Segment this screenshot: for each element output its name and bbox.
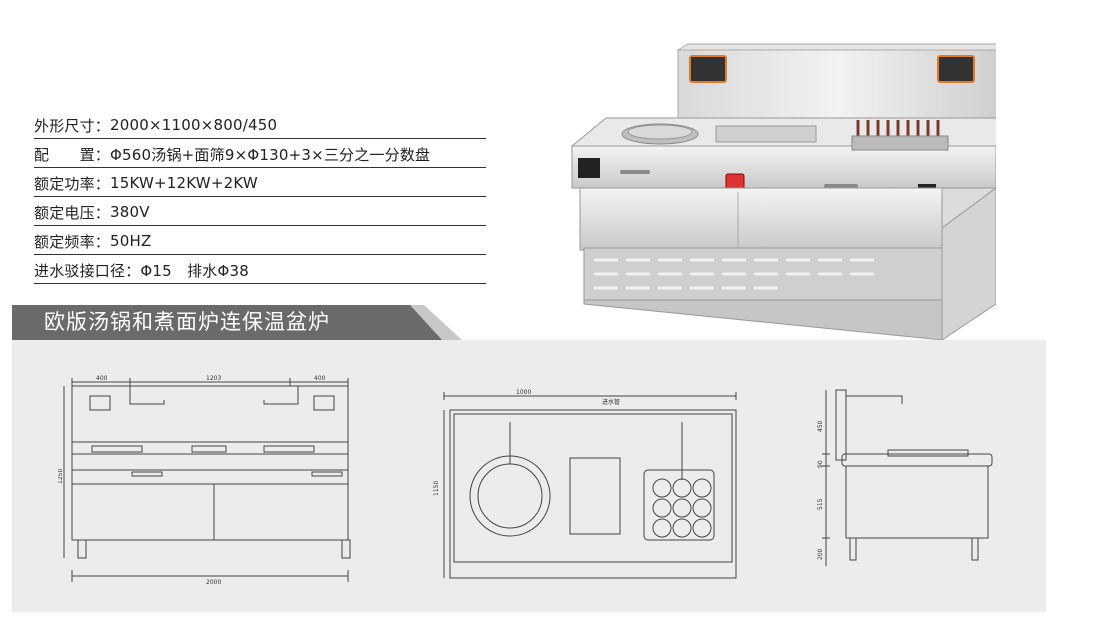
spec-label: 进水驳接口径： <box>34 261 141 280</box>
front-dim-left: 400 <box>96 375 108 382</box>
spec-value: 2000×1100×800/450 <box>110 116 278 134</box>
side-dim-1: 450 <box>817 420 824 432</box>
spec-value: 15KW+12KW+2KW <box>110 174 258 192</box>
spec-label: 配 置： <box>34 145 111 164</box>
spec-row-power: 额定功率： 15KW+12KW+2KW <box>34 168 486 197</box>
product-image <box>570 43 996 341</box>
spec-value: Φ560汤锅+面筛9×Φ130+3×三分之一分数盘 <box>110 145 431 164</box>
spec-label: 额定频率： <box>34 232 111 251</box>
top-view-drawing: 1000 进水管 1150 <box>433 389 737 579</box>
spec-row-voltage: 额定电压： 380V <box>34 197 486 226</box>
spec-label: 额定功率： <box>34 174 111 193</box>
front-view-drawing: 400 1203 400 2000 1250 <box>58 375 351 586</box>
spec-row-frequency: 额定频率： 50HZ <box>34 226 486 255</box>
spec-value: 380V <box>110 203 150 221</box>
spec-row-dimensions: 外形尺寸： 2000×1100×800/450 <box>34 110 486 139</box>
front-dim-height: 1250 <box>58 469 64 484</box>
top-dim-width: 1000 <box>516 389 531 396</box>
page-title: 欧版汤锅和煮面炉连保温盆炉 <box>44 310 330 334</box>
spec-row-water: 进水驳接口径： Φ15 排水Φ38 <box>34 255 486 284</box>
front-dim-right: 400 <box>314 375 326 382</box>
front-dim-mid: 1203 <box>206 375 221 382</box>
spec-table: 外形尺寸： 2000×1100×800/450 配 置： Φ560汤锅+面筛9×… <box>34 110 486 284</box>
spec-label: 外形尺寸： <box>34 116 111 135</box>
spec-value: Φ15 排水Φ38 <box>140 261 249 280</box>
side-dim-3: 515 <box>817 498 824 510</box>
spec-value: 50HZ <box>110 232 152 250</box>
title-banner <box>12 305 462 340</box>
top-dim-depth: 1150 <box>433 481 440 496</box>
side-dim-4: 200 <box>817 548 824 560</box>
spec-label: 额定电压： <box>34 203 111 222</box>
side-view-drawing: 450 90 515 200 <box>817 389 993 566</box>
front-dim-total: 2000 <box>206 579 221 586</box>
spec-row-configuration: 配 置： Φ560汤锅+面筛9×Φ130+3×三分之一分数盘 <box>34 139 486 168</box>
inlet-label: 进水管 <box>602 398 620 406</box>
side-dim-2: 90 <box>817 460 824 468</box>
technical-drawing-panel <box>12 340 1046 612</box>
